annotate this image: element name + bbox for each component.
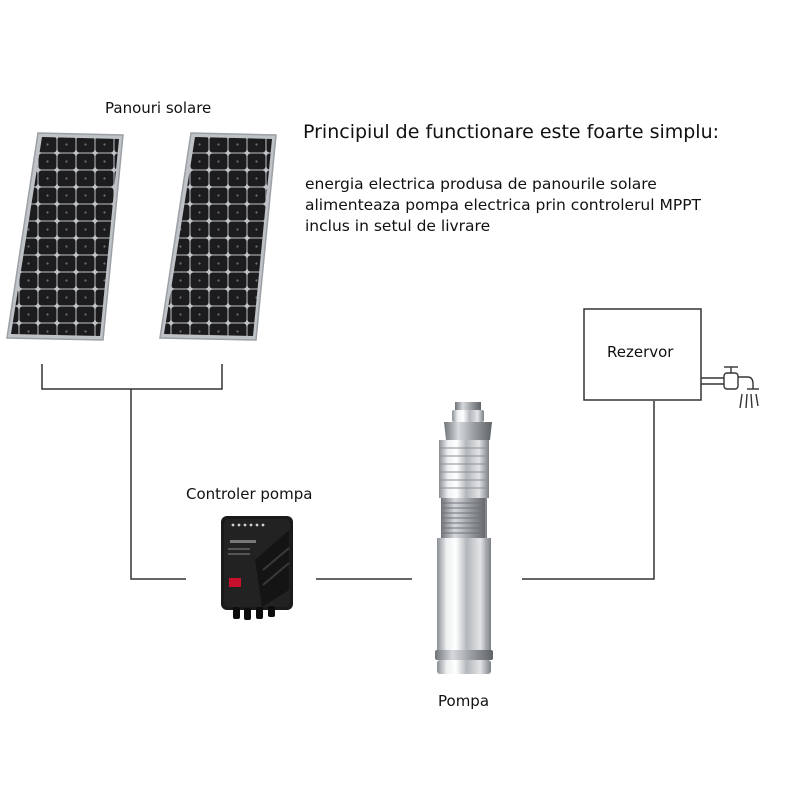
controller-label: Controler pompa <box>186 485 313 503</box>
tank-label: Rezervor <box>607 343 674 361</box>
solar-panels-label: Panouri solare <box>105 99 212 117</box>
diagram-heading: Principiul de functionare este foarte si… <box>303 121 720 143</box>
tank-box <box>583 308 702 401</box>
pump-label: Pompa <box>438 692 490 710</box>
description-text: energia electrica produsa de panourile s… <box>305 174 701 237</box>
solar-panel-right <box>159 132 277 341</box>
pump-controller <box>221 516 293 620</box>
description-line: energia electrica produsa de panourile s… <box>305 175 657 193</box>
faucet-icon <box>701 366 759 409</box>
description-line: alimenteaza pompa electrica prin control… <box>305 196 702 214</box>
submersible-pump <box>435 402 493 674</box>
solar-panel-left <box>6 132 124 341</box>
description-line: inclus in setul de livrare <box>305 217 491 235</box>
connection-lines <box>41 364 655 580</box>
